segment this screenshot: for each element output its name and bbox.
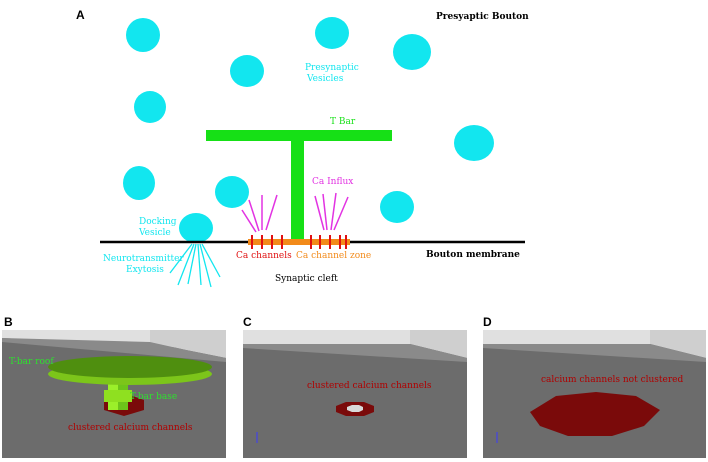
panel-a-letter: A — [76, 8, 85, 22]
synaptic-cleft-label: Synaptic cleft — [275, 274, 338, 284]
panel-b-corner-wall — [150, 330, 226, 358]
panel-b-wall-base — [2, 338, 226, 362]
vesicle — [126, 18, 160, 52]
t-bar — [206, 130, 392, 242]
ca-channels — [251, 235, 347, 249]
vesicle — [380, 191, 414, 223]
exocytosis-lines — [169, 243, 221, 288]
vesicle — [454, 125, 494, 161]
vesicle — [393, 34, 431, 70]
ca-channel-zone-label: Ca channel zone — [296, 251, 371, 261]
panel-d: D calcium channels not clustered — [483, 315, 706, 458]
panel-c-wall-base — [243, 344, 467, 362]
presynaptic-vesicles — [123, 17, 494, 243]
t-bar-base-cross — [104, 390, 132, 402]
presynaptic-vesicles-label-2: Vesicles — [306, 74, 344, 84]
ca-influx-label: Ca Influx — [312, 177, 353, 187]
t-bar-roof-top — [48, 356, 212, 378]
panel-a: A — [76, 8, 529, 288]
docking-vesicle-label-1: Docking — [139, 217, 177, 227]
docking-vesicle-label-2: Vesicle — [138, 228, 171, 238]
panel-c-corner-wall — [410, 330, 467, 358]
panel-b: B T-bar roof T-bar base clustered calciu… — [2, 315, 226, 458]
panel-c-letter: C — [243, 315, 252, 329]
vesicle — [123, 166, 155, 200]
vesicle — [134, 91, 166, 123]
panel-c: C clustered calcium channels — [243, 315, 467, 458]
panel-d-letter: D — [483, 315, 492, 329]
vesicle — [230, 55, 264, 87]
ca-channels-label: Ca channels — [236, 251, 292, 261]
panel-d-wall-base — [483, 344, 706, 362]
panel-b-letter: B — [4, 315, 13, 329]
t-bar-roof-label: T-bar roof — [9, 357, 54, 367]
presynaptic-vesicles-label-1: Presynaptic — [305, 63, 359, 73]
clustered-calcium-channels-label-b: clustered calcium channels — [68, 423, 193, 433]
clustered-calcium-channels-label-c: clustered calcium channels — [307, 381, 432, 391]
t-bar-top — [206, 130, 392, 141]
unclustered-channels-plate — [530, 392, 660, 436]
t-bar-stem — [291, 139, 304, 242]
panel-d-corner-wall — [650, 330, 706, 358]
calcium-channels-not-clustered-label: calcium channels not clustered — [541, 375, 683, 385]
ring-hole — [347, 405, 363, 412]
vesicle — [215, 176, 249, 208]
presynaptic-bouton-label: Presyaptic Bouton — [436, 12, 529, 22]
neurotransmitter-label-2: Exytosis — [126, 265, 164, 275]
t-bar-base-label: T-bar base — [130, 392, 177, 402]
bouton-membrane-label: Bouton membrane — [426, 250, 520, 260]
t-bar-label: T Bar — [330, 117, 356, 127]
docking-vesicle-shape — [179, 213, 213, 243]
neurotransmitter-label-1: Neurotransmitter — [103, 254, 184, 264]
ca-channel-zone-bar — [248, 239, 350, 245]
ca-influx-lines — [241, 192, 349, 233]
vesicle — [315, 17, 349, 49]
